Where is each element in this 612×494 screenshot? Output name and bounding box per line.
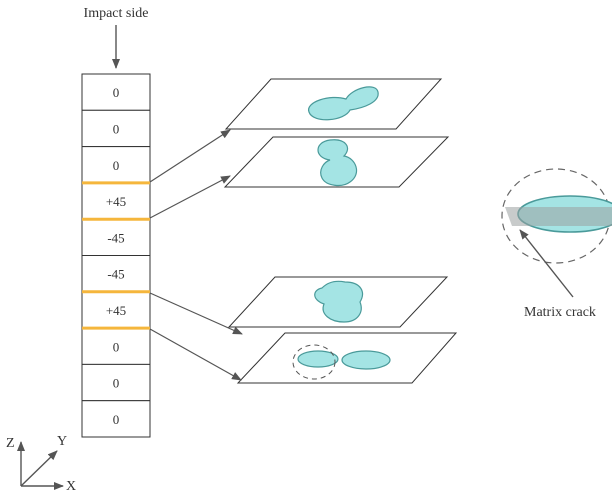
ply-stack: 0 0 0 +45 -45 -45 +45 0 0 0 <box>81 73 151 438</box>
ply-angle-label: 0 <box>113 85 120 100</box>
connector-arrow <box>149 328 242 381</box>
impact-side-label: Impact side <box>84 6 149 21</box>
connector-arrow <box>149 175 231 219</box>
crack-band <box>505 207 612 226</box>
ply-cell <box>81 109 151 148</box>
delamination-shape <box>341 350 391 370</box>
ply-cell <box>81 363 151 402</box>
ply-cell <box>81 255 151 293</box>
delamination-shape <box>314 280 364 323</box>
ply-angle-label: +45 <box>106 194 126 209</box>
ply-angle-label: 0 <box>113 412 120 427</box>
delamination-shape <box>297 350 339 368</box>
layer-plane-4 <box>236 332 458 384</box>
connector-arrow <box>149 292 243 335</box>
ply-angle-label: 0 <box>113 121 120 136</box>
connector-arrow <box>149 129 231 183</box>
z-axis-label: Z <box>6 436 15 451</box>
ply-angle-label: +45 <box>106 303 126 318</box>
ply-cell <box>81 291 151 329</box>
delamination-shape <box>317 139 358 187</box>
ply-angle-label: 0 <box>113 376 120 391</box>
layer-plane-2 <box>223 136 450 188</box>
ply-angle-label: 0 <box>113 339 120 354</box>
ply-angle-label: -45 <box>107 230 124 245</box>
coordinate-axes: Z Y X <box>6 434 76 494</box>
ply-angle-label: -45 <box>107 267 124 282</box>
layer-plane-1 <box>224 78 443 130</box>
ply-cell <box>81 218 151 256</box>
ply-cell <box>81 400 151 438</box>
matrix-crack-marker <box>292 344 336 380</box>
x-axis-label: X <box>66 479 76 494</box>
ply-cell <box>81 327 151 365</box>
layer-plane-3 <box>227 276 449 328</box>
ply-angle-label: 0 <box>113 158 120 173</box>
crack-pointer-arrow <box>519 229 574 298</box>
ply-cell <box>81 182 151 220</box>
delamination-shape <box>308 86 379 121</box>
matrix-crack-label: Matrix crack <box>524 305 596 320</box>
y-axis <box>20 450 58 487</box>
y-axis-label: Y <box>57 434 67 449</box>
matrix-crack-detail: Matrix crack <box>501 168 612 320</box>
